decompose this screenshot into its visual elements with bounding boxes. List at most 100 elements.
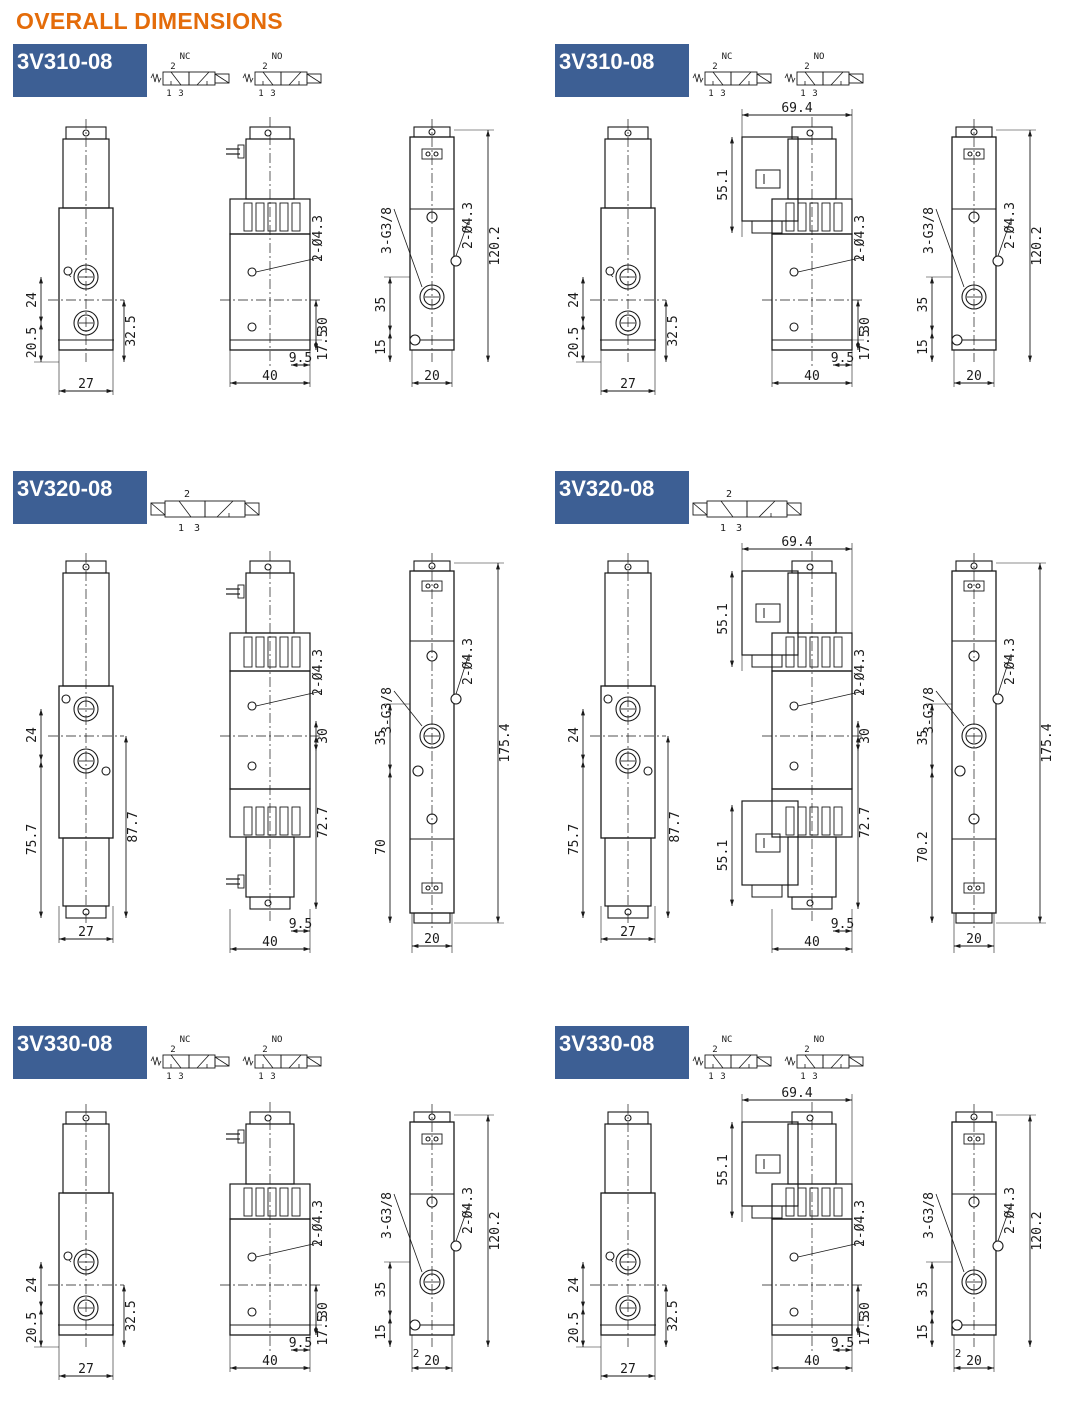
arrowhead (1038, 916, 1042, 923)
arrowhead (1028, 355, 1032, 362)
arrowhead (1028, 130, 1032, 137)
arrowhead (930, 325, 934, 332)
arrowhead (303, 363, 310, 367)
port-number-label: 3 (178, 89, 183, 99)
outline-line (830, 71, 844, 86)
arrowhead (39, 1262, 43, 1269)
hole-callout-label: 2-Ø4.3 (311, 1200, 326, 1247)
arrowhead (314, 300, 318, 307)
arrowhead (39, 355, 43, 362)
arrowhead (445, 1366, 452, 1370)
dimension-label: 30 (858, 1302, 873, 1318)
spring-icon (784, 72, 796, 84)
symbol-type-label: NO (272, 52, 283, 62)
screw-icon (967, 1136, 973, 1142)
dimension-label: 27 (78, 377, 94, 392)
arrowhead (122, 300, 126, 307)
arrowhead (730, 660, 734, 667)
hole-callout-label: 2-Ø4.3 (311, 215, 326, 262)
arrowhead (930, 771, 934, 778)
arrowhead (388, 1310, 392, 1317)
arrowhead (486, 355, 490, 362)
solenoid-icon (214, 73, 230, 84)
din-connector-body (741, 136, 799, 222)
dimension-label: 17.5 (858, 329, 873, 360)
screw-icon (643, 766, 653, 776)
cooling-fin (267, 806, 277, 836)
section-header-3v320-left: 3V320-08 (13, 471, 147, 524)
outline-rect (188, 1054, 216, 1069)
arrowhead (730, 1211, 734, 1218)
outline-line (455, 1206, 469, 1242)
arrowhead (601, 1374, 608, 1378)
hole-callout-label: 2-Ø4.3 (311, 649, 326, 696)
outline-line (288, 1054, 302, 1069)
spring-icon (692, 1055, 704, 1067)
outline-line (830, 1054, 844, 1069)
arrowhead (39, 911, 43, 918)
port-number-label: 1 (800, 1072, 805, 1082)
port-callout-label: 3-G3/8 (922, 1192, 937, 1239)
dimension-label: 27 (620, 925, 636, 940)
screw-icon (101, 766, 111, 776)
screw-icon (433, 885, 439, 891)
arrowhead (833, 929, 840, 933)
dimension-label: 9.5 (831, 1336, 854, 1351)
lead-terminal (237, 874, 245, 889)
arrowhead (666, 911, 670, 918)
cooling-fin (797, 202, 807, 232)
outline-line (150, 502, 166, 516)
port-number-label: 3 (270, 1072, 275, 1082)
port-callout-label: 3-G3/8 (380, 687, 395, 734)
arrowhead (39, 316, 43, 323)
port-number-label: 2 (804, 1045, 809, 1055)
arrowhead (122, 1340, 126, 1347)
dimension-label: 24 (567, 292, 582, 308)
port-number-label: 2 (184, 489, 190, 500)
port-number-label: 1 (708, 1072, 713, 1082)
arrowhead (581, 754, 585, 761)
arrowhead (845, 929, 852, 933)
arrowhead (291, 1348, 298, 1352)
dimension-label: 20 (424, 932, 440, 947)
mount-hole (247, 761, 257, 771)
mount-hole (409, 1319, 421, 1331)
solenoid-icon (306, 73, 322, 84)
dimension-label: 55.1 (716, 840, 731, 871)
outline-rect (280, 71, 308, 86)
cooling-fin (267, 202, 277, 232)
arrowhead (856, 902, 860, 909)
outline-line (997, 656, 1011, 695)
outline-rect (822, 1054, 850, 1069)
dimension-label: 87.7 (668, 811, 683, 842)
din-connector-body (741, 570, 799, 656)
arrowhead (581, 355, 585, 362)
arrowhead (314, 343, 318, 350)
cooling-fin (255, 1187, 265, 1217)
arrowhead (230, 1366, 237, 1370)
dimension-label: 9.5 (831, 351, 854, 366)
cooling-fin (833, 806, 843, 836)
arrowhead (954, 944, 961, 948)
mount-hole (409, 334, 421, 346)
dimension-label: 40 (804, 1354, 820, 1369)
port-number-label: 1 (166, 1072, 171, 1082)
dimension-label: 17.5 (316, 1314, 331, 1345)
arrowhead (930, 332, 934, 339)
arrowhead (39, 1301, 43, 1308)
port-number-label: 1 (258, 89, 263, 99)
dimension-label: 17.5 (316, 329, 331, 360)
mount-hole (247, 322, 257, 332)
screw-icon (264, 129, 272, 137)
symbol-type-label: NC (722, 52, 733, 62)
